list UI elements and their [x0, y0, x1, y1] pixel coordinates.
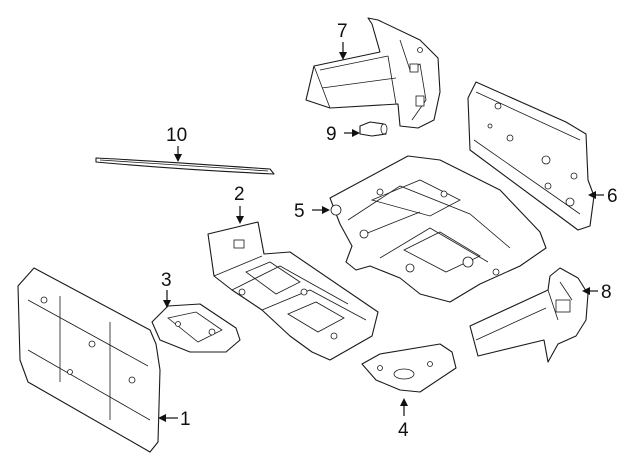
callout-labels: 1 2 3 4 5 6 7 8 9 10	[161, 21, 618, 441]
part-3-bracket-plate[interactable]	[151, 303, 241, 353]
leader-lines	[158, 42, 604, 422]
part-5-rear-floor-pan[interactable]	[329, 155, 547, 303]
callout-6: 6	[607, 186, 618, 207]
part-7-rear-rail-bracket[interactable]	[305, 17, 441, 129]
callout-5: 5	[294, 201, 305, 222]
part-8-side-rail[interactable]	[469, 267, 589, 363]
callout-2: 2	[234, 184, 245, 205]
callout-9: 9	[326, 124, 337, 145]
callout-8: 8	[601, 282, 612, 303]
part-9-plug[interactable]	[359, 121, 388, 137]
part-1-vertical-panel[interactable]	[17, 267, 161, 453]
callout-7: 7	[337, 21, 348, 42]
part-10-molding-strip[interactable]	[95, 157, 275, 175]
callout-3: 3	[161, 270, 172, 291]
part-6-rear-panel[interactable]	[467, 81, 595, 231]
callout-1: 1	[180, 409, 191, 430]
part-2-center-floor[interactable]	[207, 221, 379, 361]
callout-4: 4	[398, 420, 409, 441]
part-4-lower-bracket[interactable]	[361, 343, 457, 393]
callout-10: 10	[166, 125, 187, 146]
